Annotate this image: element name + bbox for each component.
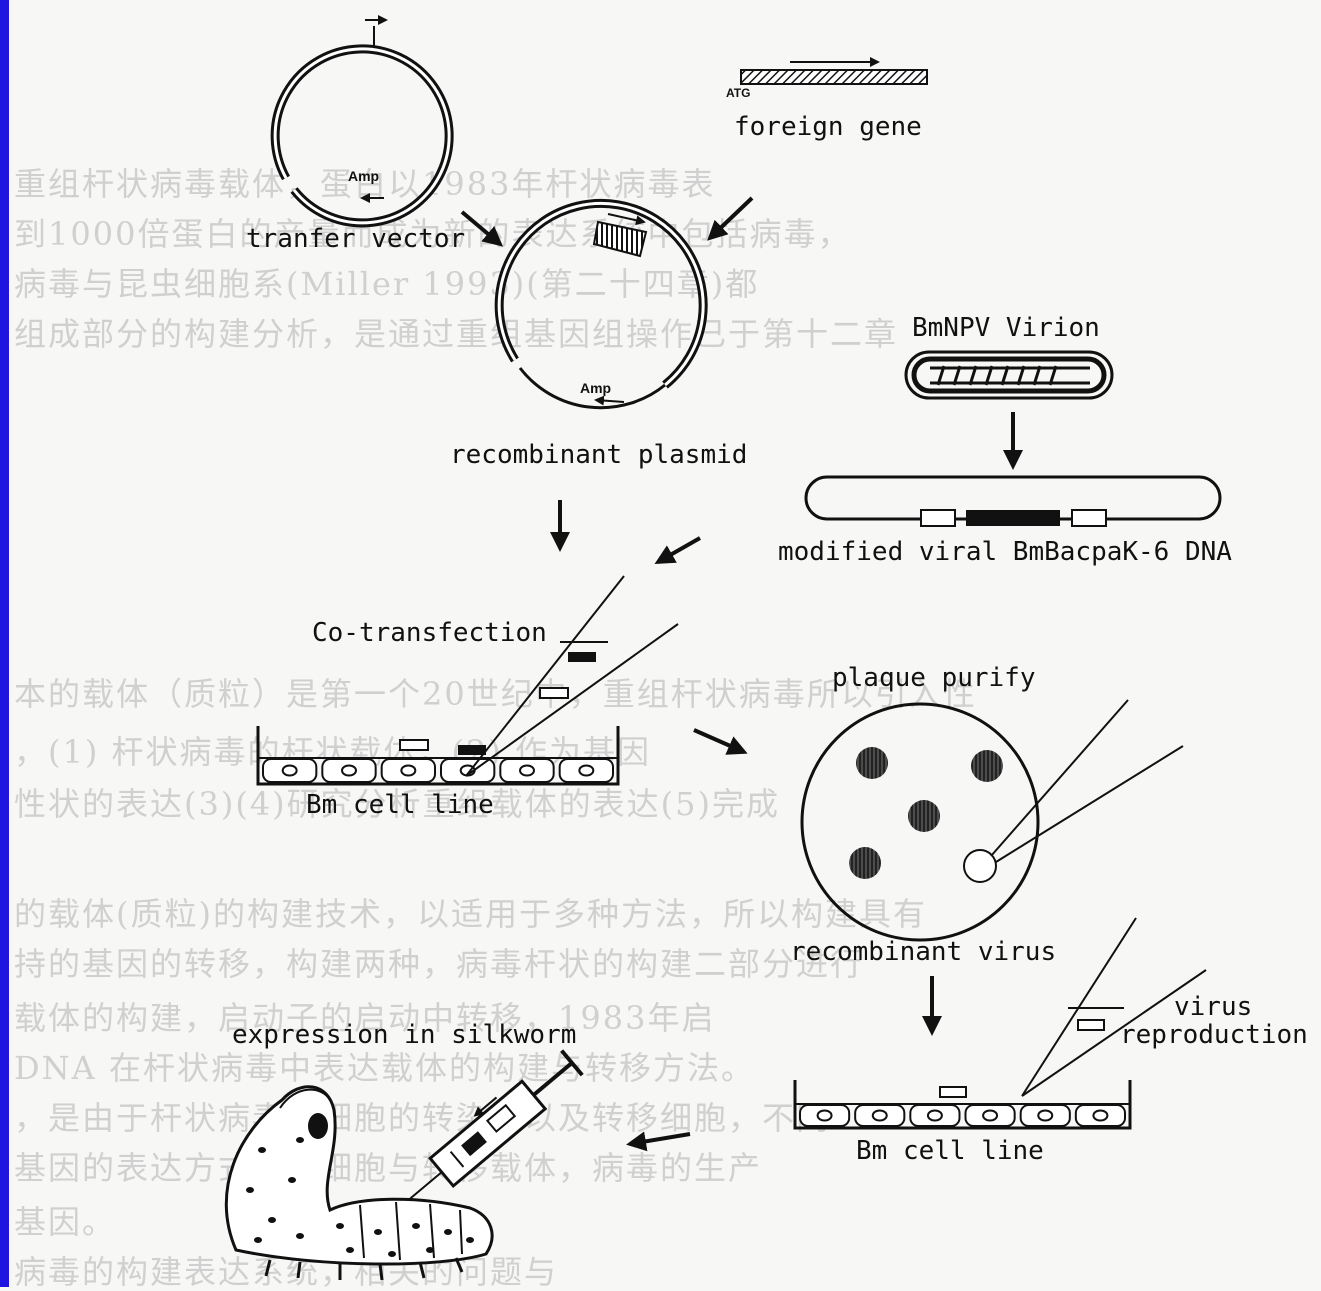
plaque-purify-label: plaque purify — [832, 663, 1036, 693]
arrow-gene-to-plasmid — [710, 198, 752, 238]
recombinant-plasmid-label: recombinant plasmid — [450, 440, 747, 470]
cell — [560, 759, 613, 782]
cell — [263, 759, 316, 782]
silkworm-spot — [444, 1229, 452, 1235]
cotransfection-dish — [258, 576, 678, 784]
cell — [800, 1105, 849, 1126]
transfer-vector-label: tranfer vector — [246, 224, 465, 254]
cell — [1021, 1105, 1070, 1126]
arrow-to-plaque — [694, 730, 744, 752]
atg-label: ATG — [726, 86, 750, 100]
silkworm-spot — [426, 1247, 434, 1253]
transfer-vector-plasmid — [275, 20, 449, 223]
cell — [1076, 1105, 1125, 1126]
recombinant-virus-label: recombinant virus — [790, 937, 1056, 967]
expression-in-silkworm-label: expression in silkworm — [232, 1020, 576, 1050]
cell — [966, 1105, 1015, 1126]
foreign-gene-bar — [741, 62, 927, 84]
silkworm-spot — [296, 1233, 304, 1239]
recombinant-plasmid — [499, 203, 703, 407]
silkworm-spot — [466, 1237, 474, 1243]
cell — [382, 759, 435, 782]
arrow-to-silkworm — [630, 1134, 690, 1144]
plaque-plate — [802, 700, 1183, 940]
virus-reproduction-label-1: virus — [1174, 992, 1252, 1022]
silkworm-spot — [254, 1237, 262, 1243]
silkworm-spot — [288, 1177, 296, 1183]
bmnpv-virion-label: BmNPV Virion — [912, 313, 1100, 343]
silkworm-spot — [258, 1147, 266, 1153]
silkworm-spot — [374, 1229, 382, 1235]
silkworm-spot — [268, 1217, 276, 1223]
cell — [910, 1105, 959, 1126]
amp-label-vector: Amp — [348, 168, 379, 184]
arrow-vector-to-plasmid — [462, 212, 500, 244]
foreign-gene-label: foreign gene — [734, 112, 922, 142]
cell — [855, 1105, 904, 1126]
arrow-dna-to-cotransfection — [658, 538, 700, 562]
silkworm-spot — [296, 1137, 304, 1143]
cell — [322, 759, 375, 782]
silkworm-spot — [412, 1223, 420, 1229]
bm-cell-line-label-1: Bm cell line — [306, 790, 494, 820]
silkworm-spot — [336, 1223, 344, 1229]
bm-cell-line-label-2: Bm cell line — [856, 1136, 1044, 1166]
silkworm-spot — [246, 1187, 254, 1193]
amp-label-plasmid: Amp — [580, 380, 611, 396]
modified-viral-dna — [806, 477, 1220, 526]
silkworm-spot — [388, 1251, 396, 1257]
silkworm-spot — [346, 1247, 354, 1253]
cell — [500, 759, 553, 782]
co-transfection-label: Co-transfection — [312, 618, 547, 648]
virus-reproduction-label-2: reproduction — [1120, 1020, 1308, 1050]
modified-viral-dna-label: modified viral BmBacpaK-6 DNA — [778, 537, 1232, 567]
bmnpv-virion — [906, 352, 1112, 398]
